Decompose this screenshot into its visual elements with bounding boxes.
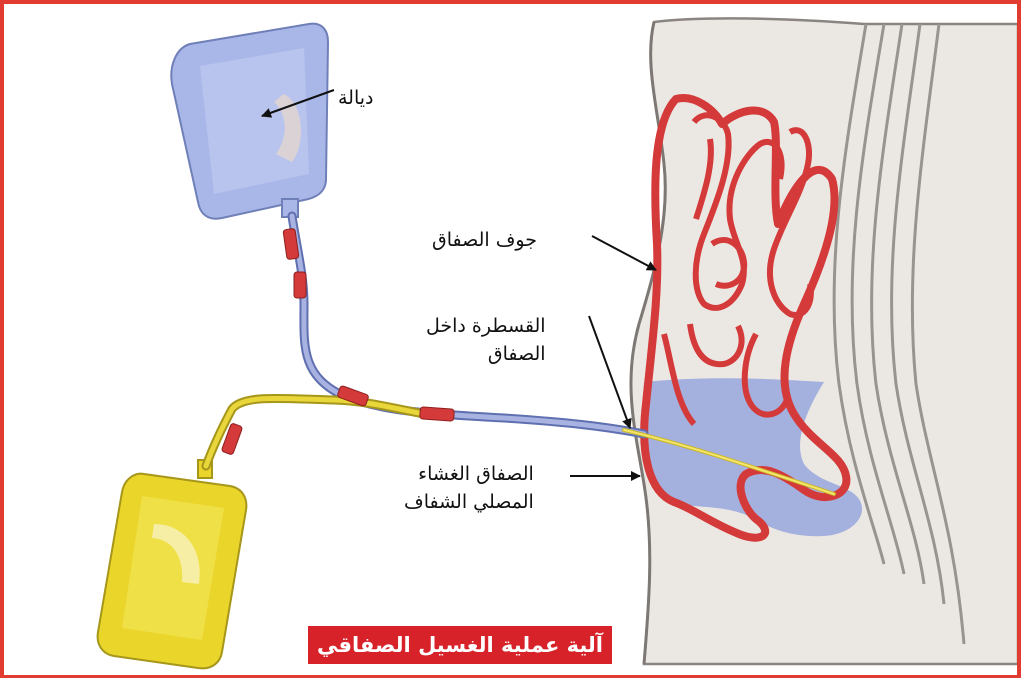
label-peritoneal-catheter: القسطرة داخل الصفاق [426,312,546,368]
abdomen-section [631,18,1018,664]
tube-clamps [221,228,454,455]
label-membrane-line2: المصلي الشفاف [404,488,534,516]
caption-title: آلية عملية الغسيل الصفاقي [308,626,612,664]
label-peritoneal-membrane: الصفاق الغشاء المصلي الشفاف [404,460,534,516]
label-membrane-line1: الصفاق الغشاء [404,460,534,488]
label-catheter-line2: الصفاق [426,340,546,368]
dialysate-bag [171,24,328,219]
drain-bag [98,460,247,668]
label-peritoneal-cavity: جوف الصفاق [432,226,537,254]
label-catheter-line1: القسطرة داخل [426,312,546,340]
label-dialysate: ديالة [338,84,374,112]
